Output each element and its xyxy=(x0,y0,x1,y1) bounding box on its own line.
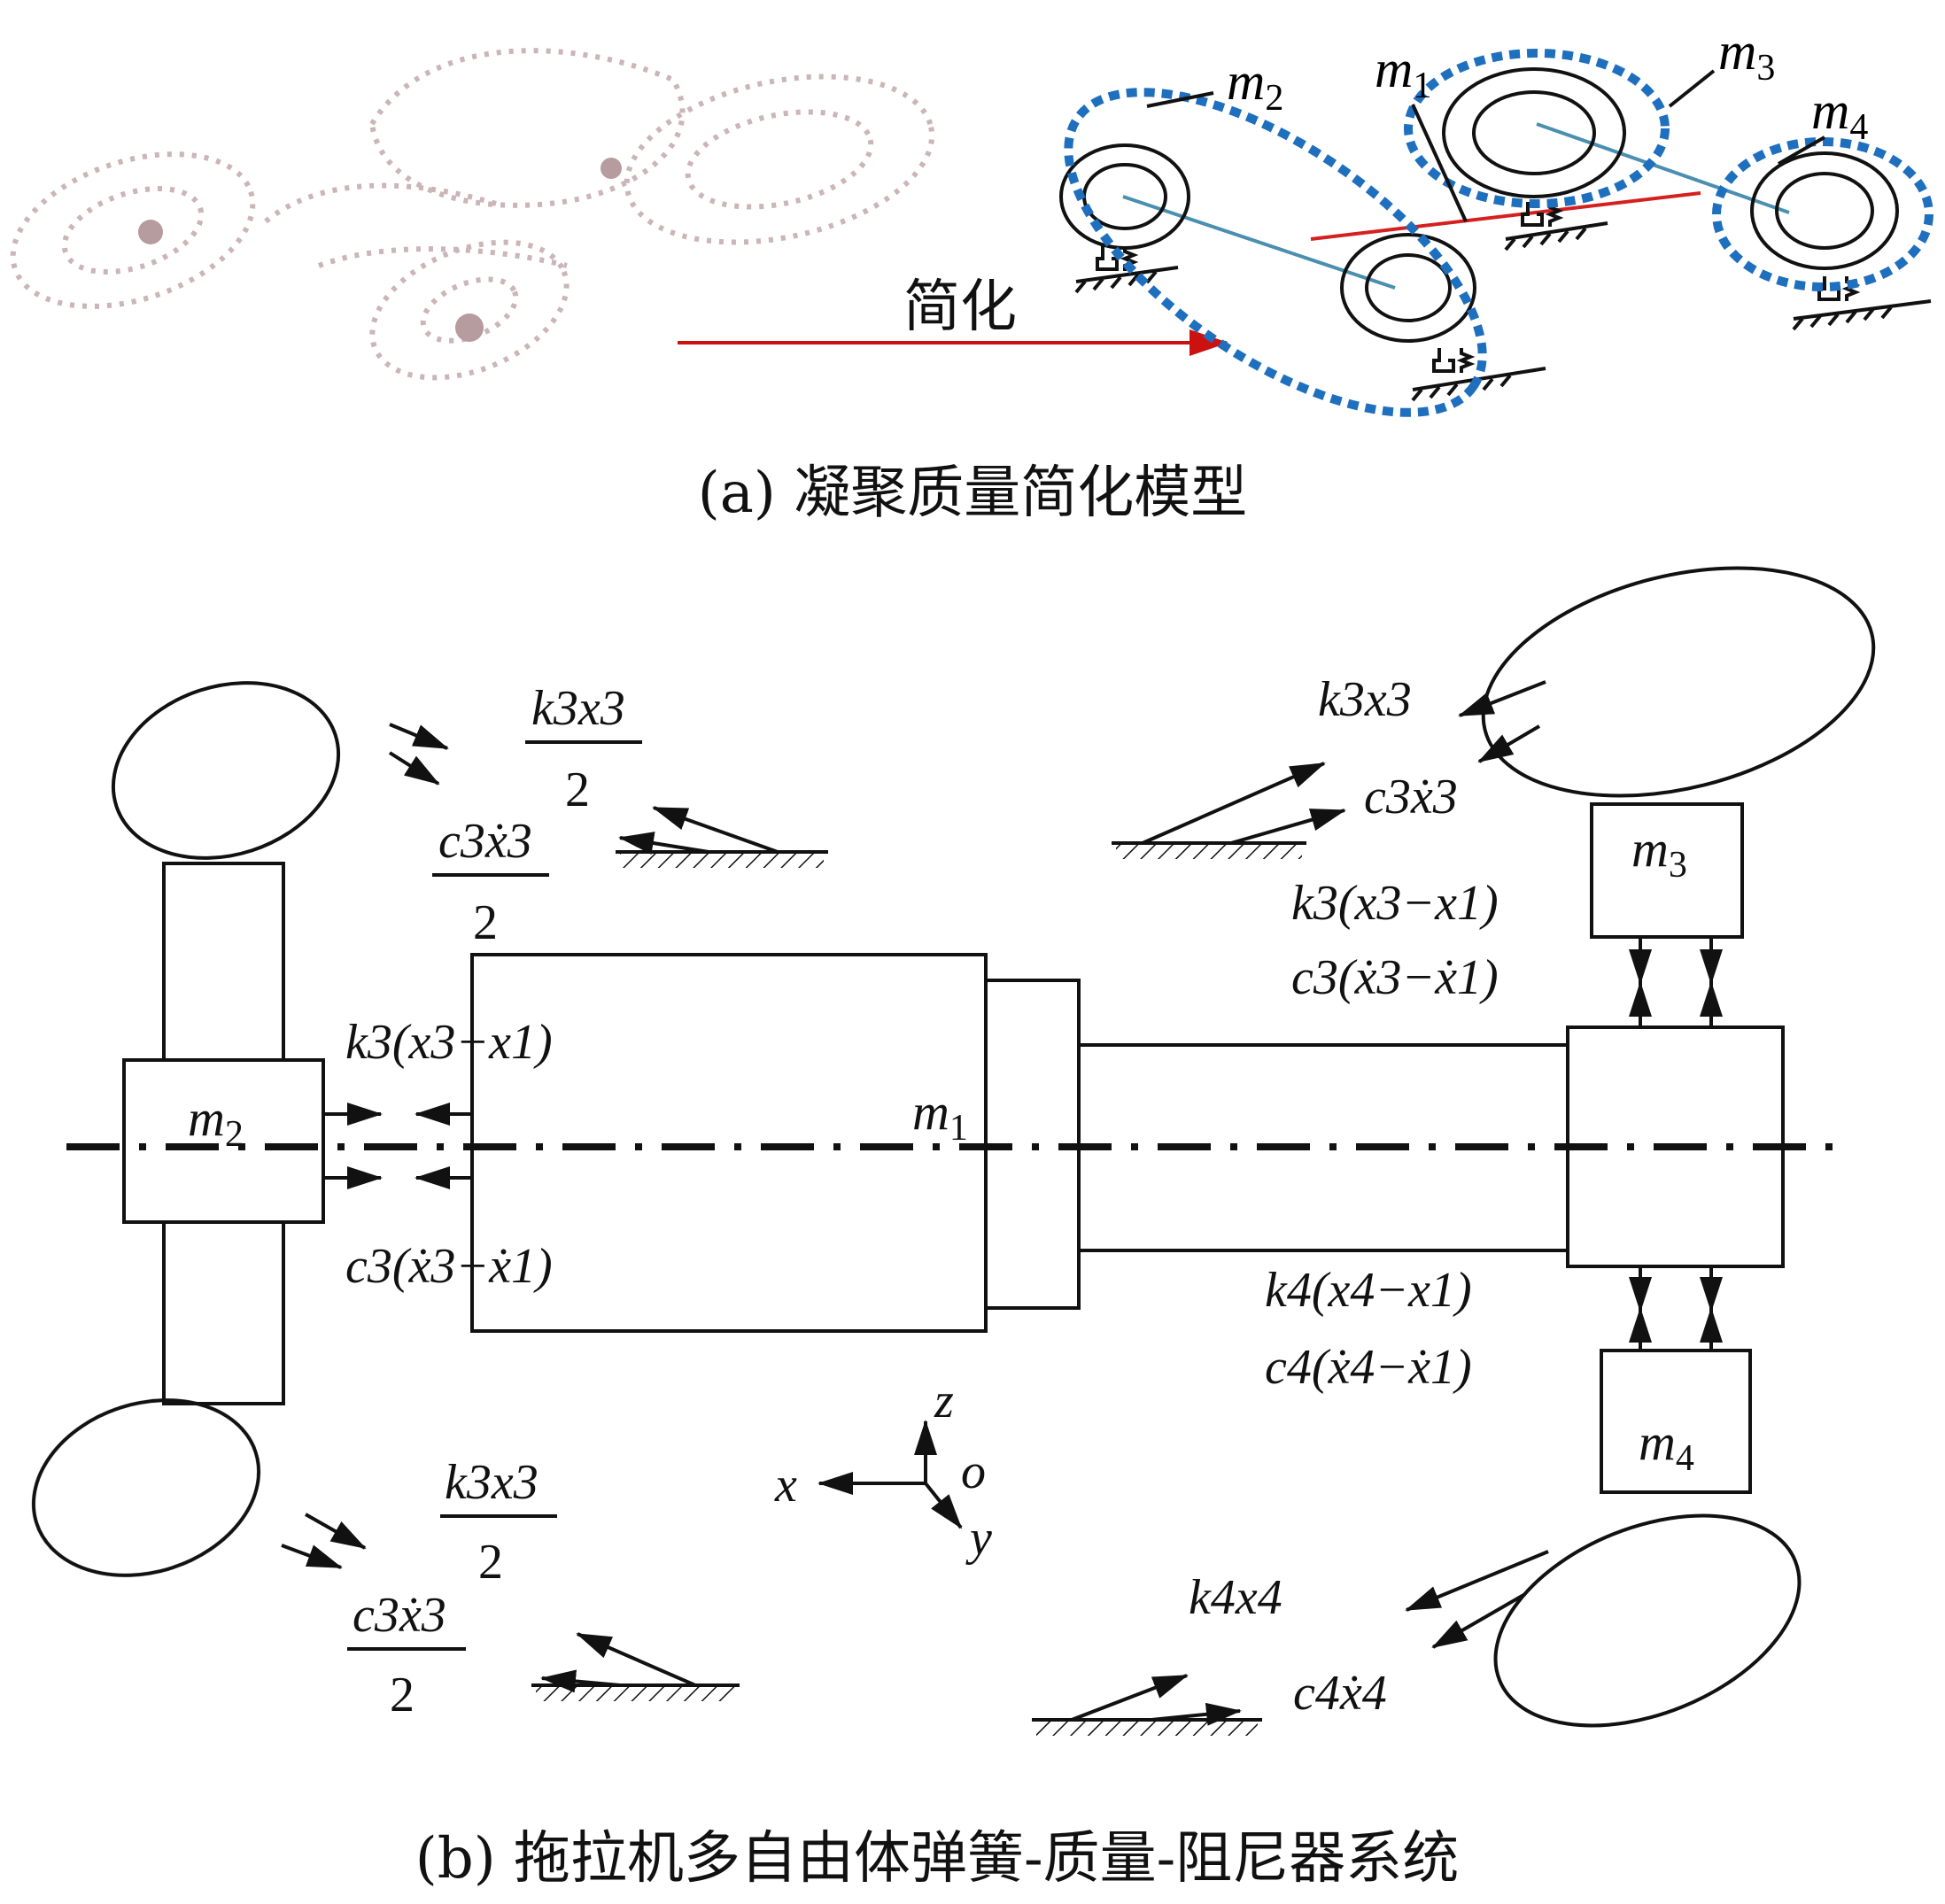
force-c4x4dot: c4ẋ4 xyxy=(1293,1666,1387,1721)
ground-support-4 xyxy=(1792,276,1932,331)
leader-m3 xyxy=(1668,69,1716,108)
simplify-label: 简化 xyxy=(903,275,1017,340)
rear-wheel-bottom xyxy=(1493,1513,1802,1728)
coordinate-axes xyxy=(818,1420,963,1529)
axis-label-z: z xyxy=(934,1374,954,1428)
tractor-photo-ghost xyxy=(10,48,935,381)
label-m4-b: m4 xyxy=(1639,1413,1694,1479)
front-wheel-top xyxy=(111,681,341,860)
front-wheel-bottom xyxy=(31,1398,261,1577)
force-k3x3-half-bot-den: 2 xyxy=(478,1535,503,1590)
leader-m2 xyxy=(1146,91,1214,108)
force-k3x3-half-bot-num: k3x3 xyxy=(445,1455,539,1510)
force-c3-rel-front: c3(ẋ3−ẋ1) xyxy=(345,1239,553,1294)
label-m1-b: m1 xyxy=(912,1083,968,1149)
label-m3: m3 xyxy=(1718,22,1775,89)
label-m2-b: m2 xyxy=(188,1089,244,1155)
ground-front-top xyxy=(616,850,828,868)
force-c3x3dot-rear: c3ẋ3 xyxy=(1364,770,1458,824)
axis-label-x: x xyxy=(774,1458,797,1513)
label-m2: m2 xyxy=(1227,52,1283,119)
caption-b: (b) 拖拉机多自由体弹簧-质量-阻尼器系统 xyxy=(415,1826,1460,1892)
wheel-rear-right xyxy=(1750,151,1899,270)
wheel-rear-left xyxy=(1442,67,1626,198)
force-k3-rel-rear: k3(x3−x1) xyxy=(1291,876,1499,931)
rear-wheel-top xyxy=(1481,566,1876,798)
ground-rear-bottom xyxy=(1032,1718,1262,1736)
front-axle-lower xyxy=(162,1220,285,1405)
leader-m1 xyxy=(1411,104,1468,222)
panel-a: 简化 xyxy=(10,22,1933,526)
label-m3-b: m3 xyxy=(1631,820,1687,886)
force-k3x3dot-half-top-num: c3ẋ3 xyxy=(438,814,532,869)
force-c3-rel-rear: c3(ẋ3−ẋ1) xyxy=(1291,950,1499,1005)
ground-front-bottom xyxy=(531,1683,740,1701)
panel-b xyxy=(31,566,1876,1736)
body-reference-line xyxy=(1310,191,1701,241)
mass-envelope-m3 xyxy=(1404,49,1670,208)
label-m4: m4 xyxy=(1811,81,1868,148)
force-k4-rel: k4(x4−x1) xyxy=(1265,1263,1472,1318)
force-k3x3-half-top-num: k3x3 xyxy=(531,681,625,736)
force-k3x3dot-half-bot-den: 2 xyxy=(390,1668,415,1722)
force-k4x4: k4x4 xyxy=(1189,1570,1282,1625)
force-k3x3dot-half-bot-num: c3ẋ3 xyxy=(353,1588,446,1643)
mass-envelope-m4 xyxy=(1712,137,1933,291)
force-arrows xyxy=(281,680,1723,1726)
force-k3x3dot-half-top-den: 2 xyxy=(473,895,498,950)
force-k3x3-half-top-den: 2 xyxy=(565,762,590,817)
ground-support-2 xyxy=(1411,348,1546,402)
rear-axle-link xyxy=(1536,122,1790,214)
front-axle-link xyxy=(1122,195,1396,290)
mass-envelope-m2 xyxy=(1064,88,1487,417)
ground-support-3 xyxy=(1504,202,1608,252)
axis-label-o: o xyxy=(961,1444,986,1499)
force-k3-rel-front: k3(x3−x1) xyxy=(345,1015,553,1070)
ground-rear-top xyxy=(1112,841,1306,859)
label-m1: m1 xyxy=(1375,40,1431,106)
wheel-front-right xyxy=(1340,233,1476,343)
mass-block-m3 xyxy=(1590,802,1744,939)
force-c4-rel: c4(ẋ4−ẋ1) xyxy=(1265,1340,1472,1395)
rear-axle-block xyxy=(1566,1026,1785,1268)
front-axle-upper xyxy=(162,862,285,1062)
force-k3x3-rear: k3x3 xyxy=(1318,672,1412,727)
mass-block-m4 xyxy=(1600,1349,1752,1494)
leader-m4 xyxy=(1778,135,1825,166)
caption-a: (a) 凝聚质量简化模型 xyxy=(698,461,1247,526)
panel-b-labels: m2 m1 m3 m4 k3x3 2 c3ẋ3 2 k3x3 2 c3ẋ3 2 … xyxy=(188,672,1694,1892)
axis-label-y: y xyxy=(965,1511,992,1566)
